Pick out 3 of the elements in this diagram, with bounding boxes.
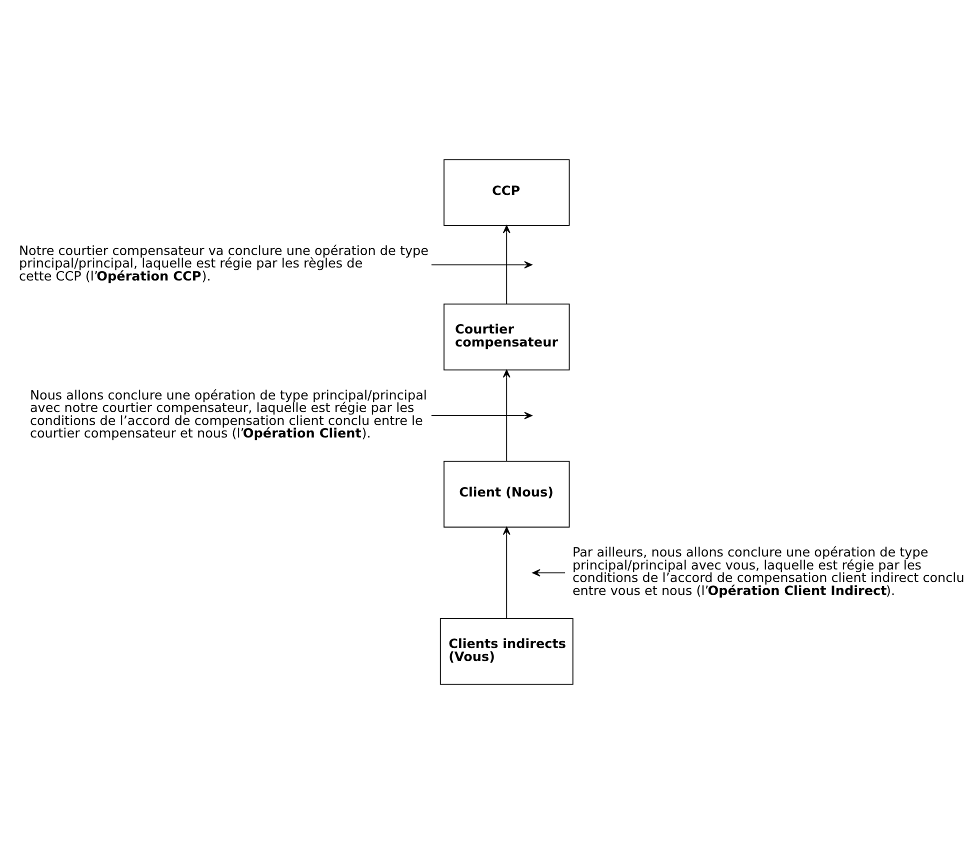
node-text: Notre courtier compensateur va conclure une opération de type principal/principal, laquelle est régie par les règles de cette CCP (l’Opération CCP). — [18, 243, 429, 284]
node-text: Par ailleurs, nous allons conclure une opération de type principal/principal avec vous, laquelle est régie par les conditions de l’accord de compensation client indirect conclu entre vous et nous (l’Opération Client Indirect). — [572, 545, 964, 598]
node-text: Nous allons conclure une opération de type principal/principal avec notre courtier compensateur, laquelle est régie par les conditions de l’accord de compensation client conclu entre le courtier compensateur et nous (l’Opération Client). — [30, 388, 427, 442]
